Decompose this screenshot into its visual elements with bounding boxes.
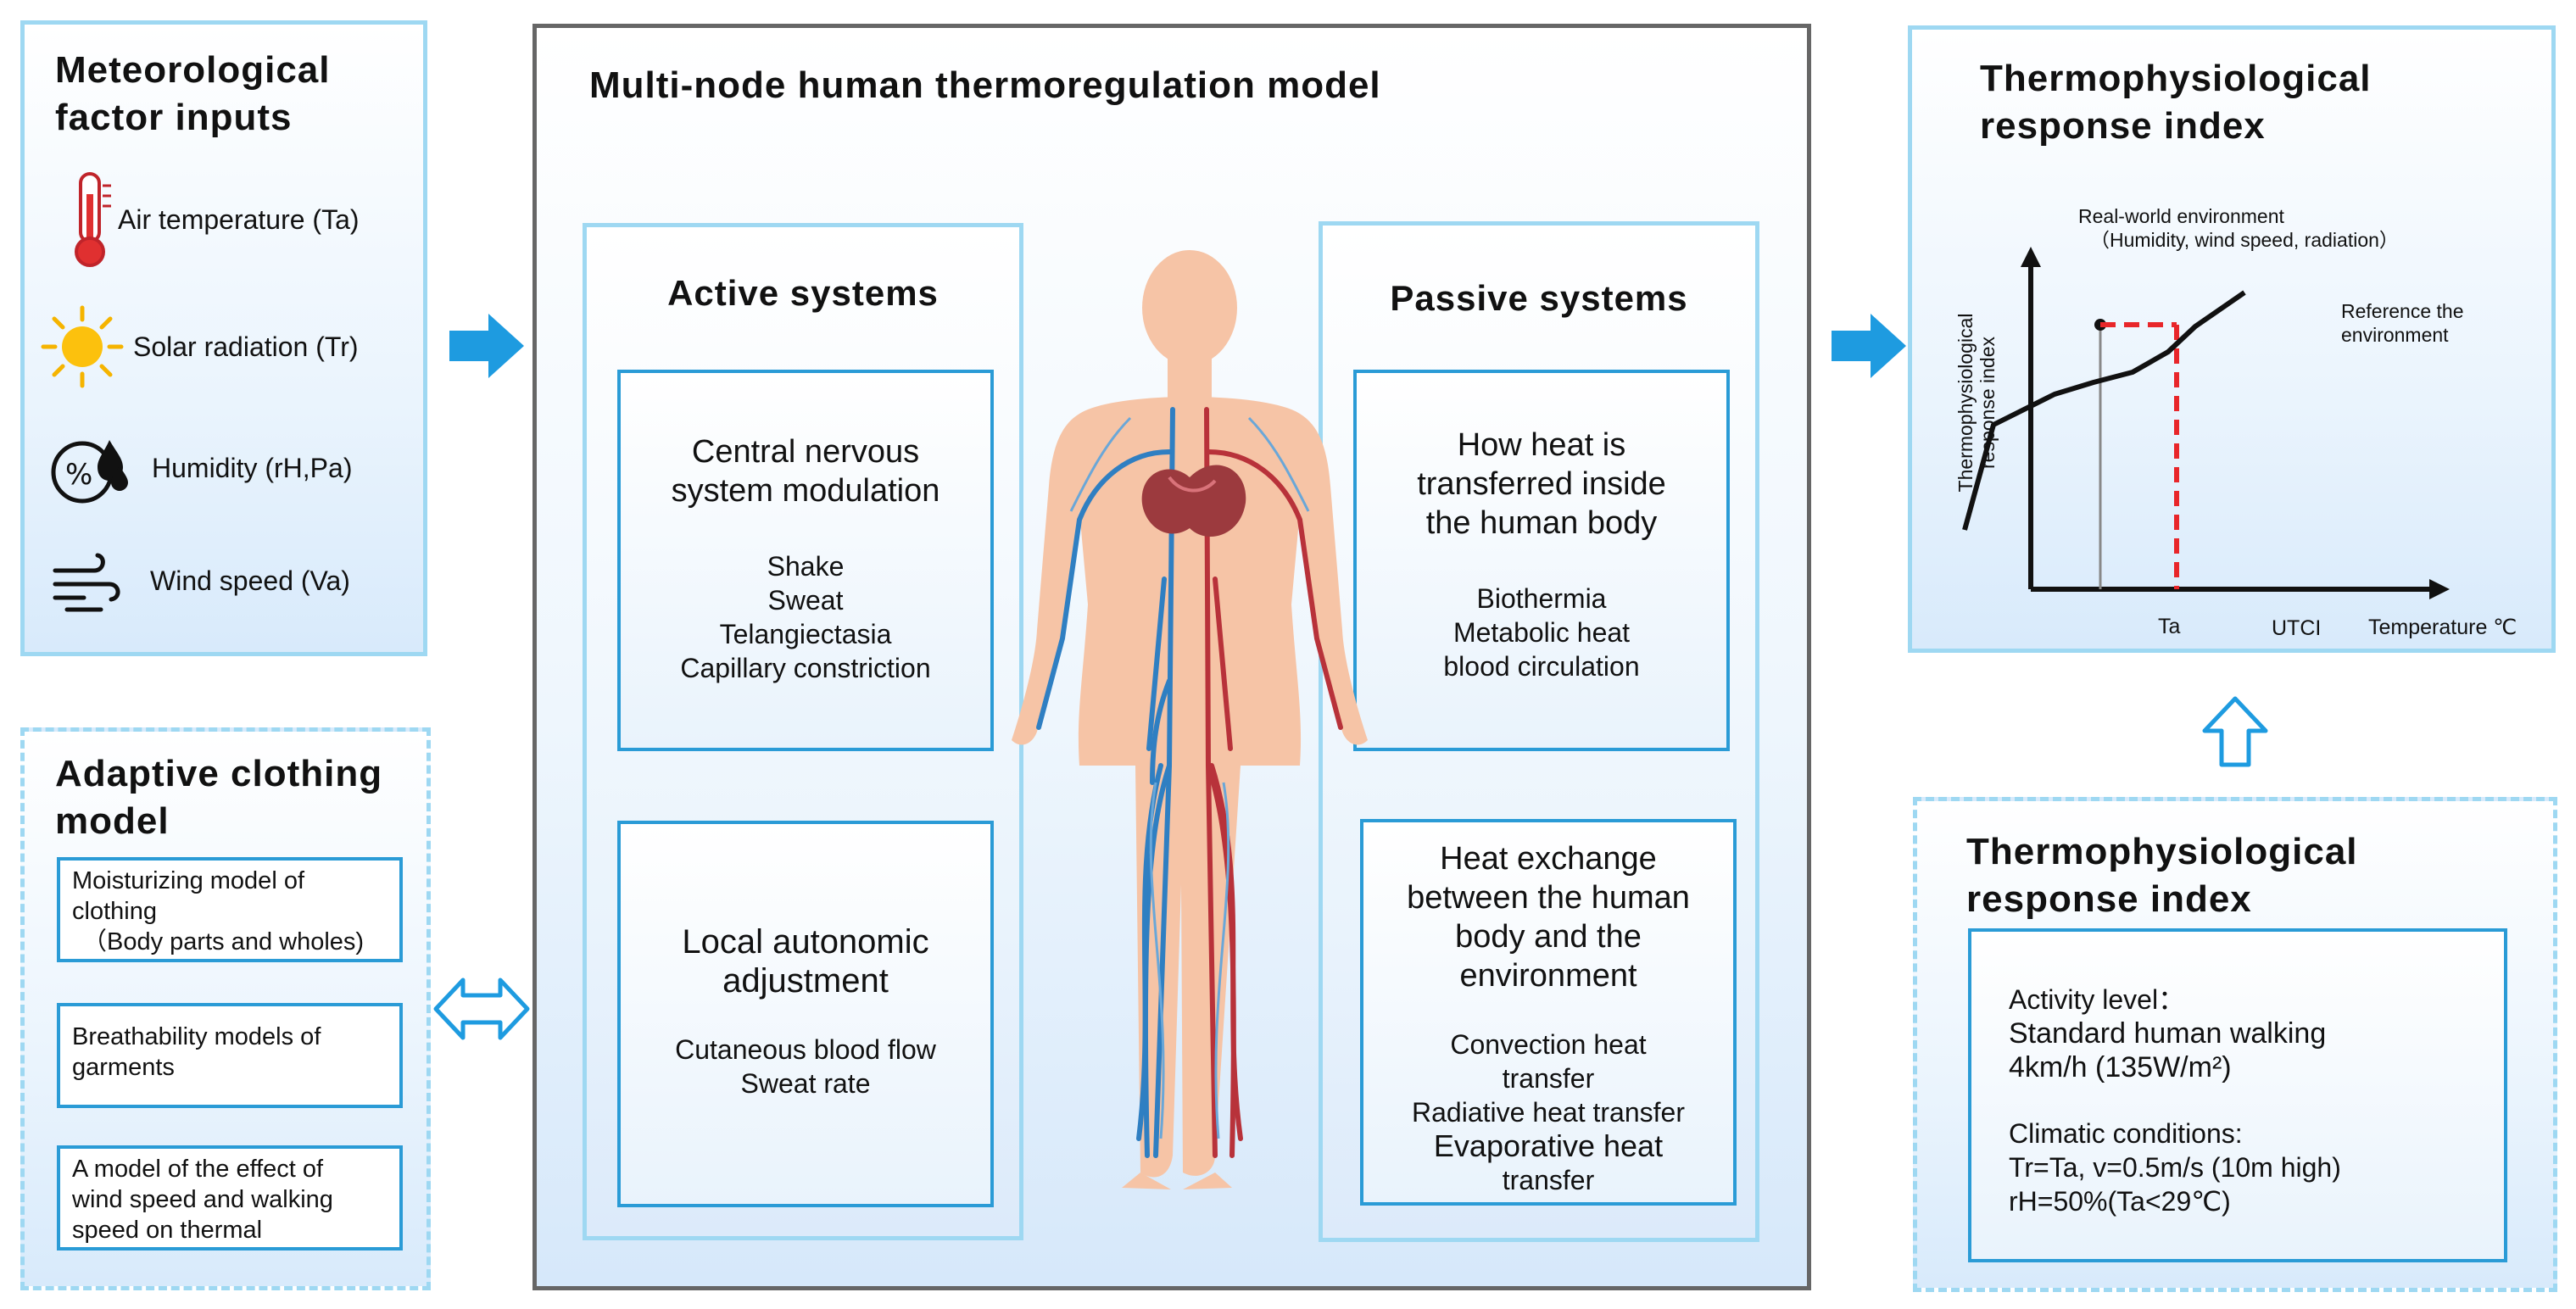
meteorological-inputs-panel: Meteorological factor inputs Air tempera… bbox=[20, 20, 427, 656]
breathability-model-box: Breathability models of garments bbox=[57, 1003, 403, 1108]
solar-radiation-label: Solar radiation (Tr) bbox=[133, 331, 359, 362]
local-autonomic-title: Local autonomic adjustment bbox=[682, 923, 929, 1000]
human-body-circulation-illustration bbox=[1012, 250, 1368, 1189]
central-nervous-title: Central nervous system modulation bbox=[671, 434, 940, 509]
utci-graph bbox=[1962, 247, 2450, 599]
passive-systems-panel: Passive systems How heat is transferred … bbox=[1319, 221, 1759, 1242]
output-flow-arrow-icon bbox=[1832, 314, 1906, 378]
humidity-label: Humidity (rH,Pa) bbox=[152, 453, 353, 483]
conditions-box: Activity level： Standard human walking 4… bbox=[1968, 928, 2507, 1262]
central-nervous-items: Shake Sweat Telangiectasia Capillary con… bbox=[680, 551, 931, 683]
local-autonomic-box: Local autonomic adjustment Cutaneous blo… bbox=[617, 821, 994, 1207]
internal-heat-transfer-box: How heat is transferred inside the human… bbox=[1353, 370, 1730, 751]
central-nervous-box: Central nervous system modulation Shake … bbox=[617, 370, 994, 751]
conditions-title: Thermophysiological response index bbox=[1966, 831, 2358, 920]
meteorological-title: Meteorological factor inputs bbox=[55, 49, 331, 138]
y-axis-arrowhead bbox=[2021, 247, 2041, 267]
response-curve bbox=[1962, 290, 2246, 531]
moisturizing-model-box: Moisturizing model of clothing （Body par… bbox=[57, 857, 403, 962]
heat-exchange-title: Heat exchange between the human body and… bbox=[1407, 841, 1690, 994]
local-autonomic-items: Cutaneous blood flow Sweat rate bbox=[675, 1034, 936, 1099]
x-tick-ta: Ta bbox=[2158, 615, 2181, 638]
activity-level-block: Activity level： Standard human walking 4… bbox=[2009, 984, 2327, 1083]
air-temperature-label: Air temperature (Ta) bbox=[118, 204, 360, 235]
response-index-graph-panel: Thermophysiological response index Real-… bbox=[1908, 25, 2556, 653]
response-index-title: Thermophysiological response index bbox=[1980, 58, 2372, 147]
sun-icon bbox=[41, 305, 124, 388]
thermoregulation-model-panel: Multi-node human thermoregulation model … bbox=[532, 24, 1811, 1290]
real-world-label: Real-world environment （Humidity, wind s… bbox=[2078, 205, 2399, 251]
x-axis-label: Temperature ℃ bbox=[2368, 616, 2517, 639]
y-axis-label: Thermophysiological response index bbox=[1954, 313, 1999, 493]
heat-exchange-box: Heat exchange between the human body and… bbox=[1360, 819, 1737, 1206]
heat-exchange-items: Convection heat transfer Radiative heat … bbox=[1412, 1029, 1685, 1195]
x-tick-utci: UTCI bbox=[2272, 616, 2322, 640]
upward-arrow-icon bbox=[2202, 696, 2268, 767]
internal-heat-items: Biothermia Metabolic heat blood circulat… bbox=[1443, 583, 1640, 682]
wind-walking-model-box: A model of the effect of wind speed and … bbox=[57, 1145, 403, 1251]
active-systems-title: Active systems bbox=[667, 273, 939, 313]
wind-icon bbox=[53, 553, 120, 612]
reference-conditions-panel: Thermophysiological response index Activ… bbox=[1913, 797, 2557, 1292]
reference-environment-label: Reference the environment bbox=[2341, 300, 2464, 346]
active-systems-panel: Active systems Central nervous system mo… bbox=[583, 223, 1023, 1240]
thermometer-icon bbox=[75, 172, 111, 267]
svg-text:%: % bbox=[65, 458, 92, 492]
clothing-title: Adaptive clothing model bbox=[55, 753, 383, 842]
internal-heat-title: How heat is transferred inside the human… bbox=[1417, 427, 1666, 541]
wind-speed-label: Wind speed (Va) bbox=[150, 565, 350, 596]
x-axis-arrowhead bbox=[2429, 579, 2450, 599]
climatic-conditions-block: Climatic conditions: Tr=Ta, v=0.5m/s (10… bbox=[2009, 1118, 2341, 1217]
passive-systems-title: Passive systems bbox=[1390, 278, 1688, 318]
bidirectional-arrow-icon bbox=[433, 978, 530, 1040]
humidity-icon: % bbox=[51, 440, 128, 504]
main-title: Multi-node human thermoregulation model bbox=[589, 64, 1381, 106]
adaptive-clothing-panel: Adaptive clothing model Moisturizing mod… bbox=[20, 727, 431, 1290]
input-flow-arrow-icon bbox=[449, 314, 524, 378]
